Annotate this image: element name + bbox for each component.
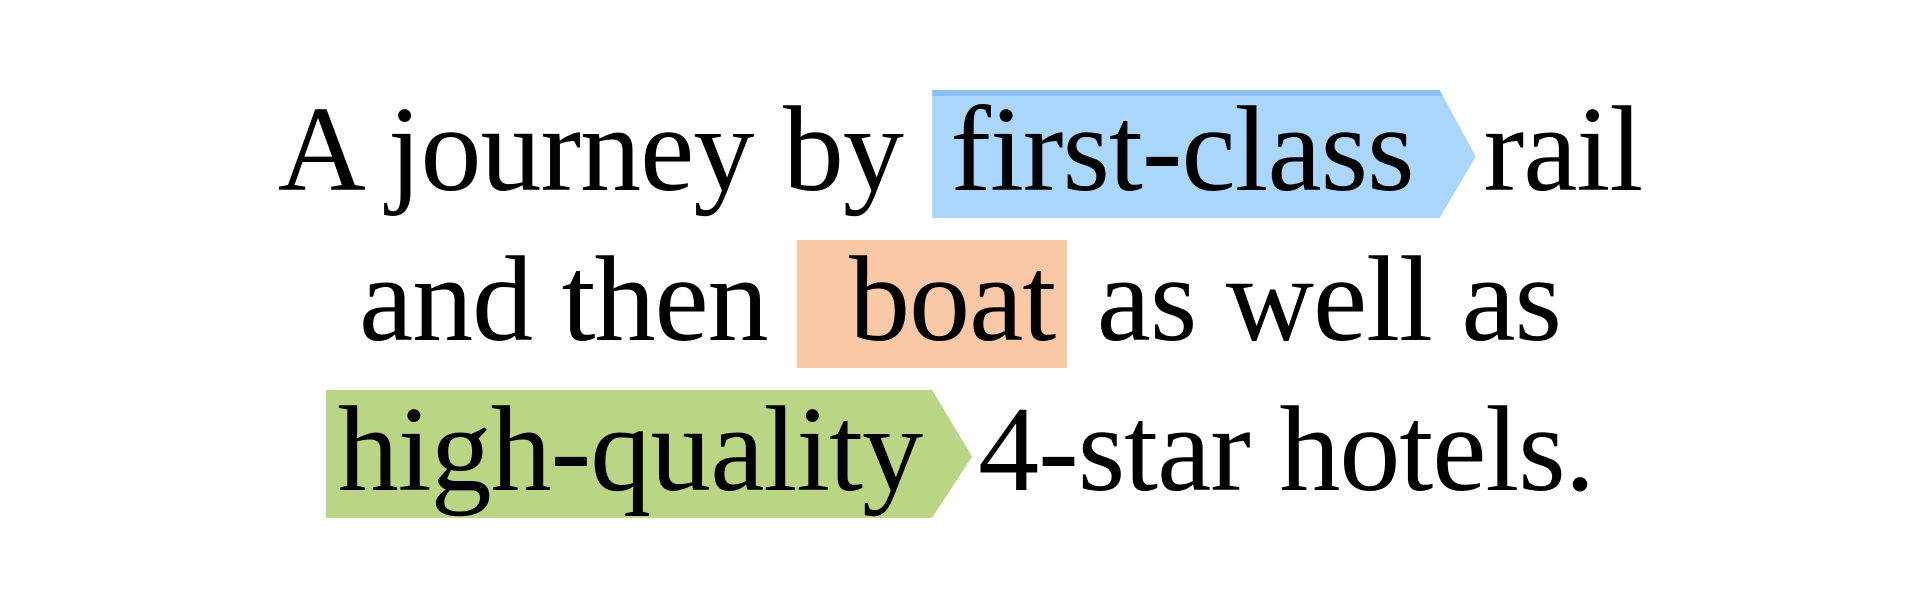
- highlight-boat: boat: [797, 239, 1068, 368]
- headline-line-2: and then boat as well as: [278, 225, 1642, 375]
- highlight-high-quality: high-quality: [326, 390, 972, 518]
- headline-text-segment: as well as: [1067, 232, 1562, 367]
- headline-text-segment: rail: [1483, 82, 1644, 217]
- headline-text-segment: 4-star hotels.: [978, 382, 1595, 517]
- headline-text-segment: A journey by: [277, 82, 933, 217]
- highlight-first-class: first-class: [932, 90, 1475, 218]
- headline-text-segment: and then: [358, 232, 798, 367]
